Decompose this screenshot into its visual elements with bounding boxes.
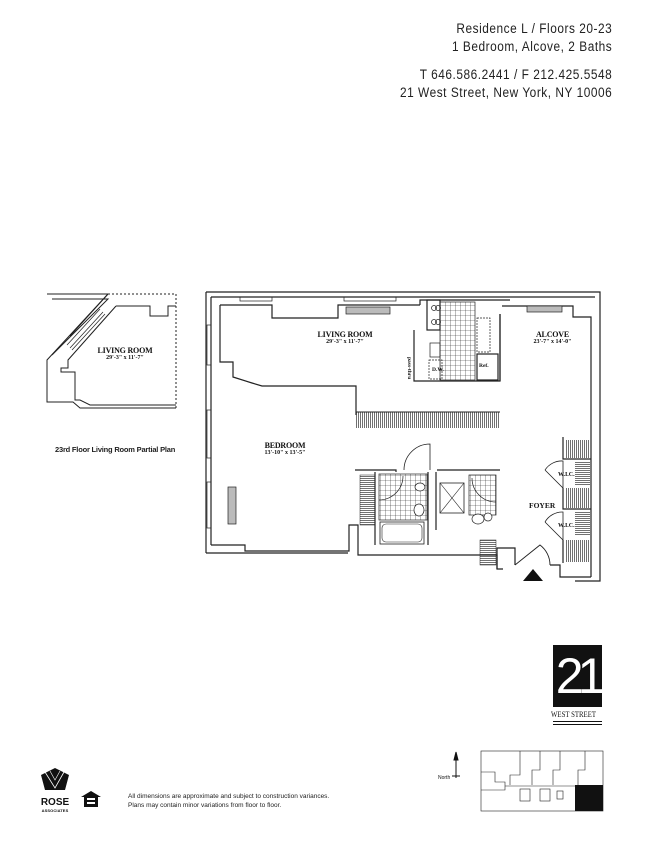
- pass-thru-label: pass-thru: [406, 357, 412, 380]
- left-windows: [206, 324, 237, 529]
- developer-name: ROSE: [40, 797, 70, 808]
- partial-plan: [46, 293, 177, 409]
- kitchen-floor-tile: [439, 301, 476, 381]
- logo-underline-2: [553, 724, 602, 725]
- refrigerator-label: Ref.: [479, 363, 489, 369]
- building-address: 21 West Street, New York, NY 10006: [399, 85, 612, 100]
- wic-2-label: W.I.C.: [558, 523, 575, 529]
- shower: [439, 482, 465, 514]
- bedroom-closet: [356, 412, 500, 428]
- disclaimer-line-1: All dimensions are approximate and subje…: [128, 793, 330, 800]
- toilet-1: [414, 482, 426, 492]
- disclaimer: All dimensions are approximate and subje…: [128, 792, 329, 810]
- entry-door-swing: [514, 544, 551, 566]
- main-plan-walls: [205, 291, 601, 582]
- coat-closet: [479, 539, 497, 566]
- bathtub: [379, 521, 425, 545]
- north-label: North: [438, 775, 451, 781]
- building-name: WEST STREET: [551, 709, 597, 719]
- north-arrow-icon: [452, 751, 460, 778]
- wic-2-door: [544, 511, 564, 541]
- bedroom-door-swing: [403, 443, 431, 471]
- bath-2-floor: [468, 474, 497, 516]
- key-plan: [480, 750, 604, 812]
- partial-living-room-label: LIVING ROOM 29'-3" x 11'-7": [97, 346, 153, 361]
- key-plan-unit-highlight: [575, 785, 603, 811]
- kitchen-sink: [429, 342, 441, 358]
- top-windows: [239, 296, 563, 315]
- cooktop: [431, 305, 441, 325]
- developer-sub: ASSOCIATES: [41, 808, 69, 813]
- dishwasher-label: D.W.: [432, 367, 444, 373]
- living-room-label: LIVING ROOM 29'-3" x 11'-7": [317, 330, 373, 345]
- building-number: 21: [555, 648, 606, 704]
- contact-phone-fax: T 646.586.2441 / F 212.425.5548: [419, 67, 612, 82]
- building-logo: 21: [553, 645, 606, 707]
- rose-logo-icon: [41, 768, 69, 790]
- residence-header: Residence L / Floors 20-23 1 Bedroom, Al…: [371, 20, 612, 102]
- equal-housing-icon: [81, 791, 101, 807]
- residence-layout: 1 Bedroom, Alcove, 2 Baths: [451, 39, 612, 54]
- toilet-2: [483, 512, 493, 522]
- sink-2: [471, 513, 485, 525]
- rose-associates-logo: ROSE ASSOCIATES: [38, 768, 72, 813]
- foyer-label: FOYER: [529, 501, 556, 510]
- disclaimer-line-2: Plans may contain minor variations from …: [128, 802, 282, 809]
- alcove-label: ALCOVE 23'-7" x 14'-0": [533, 330, 572, 345]
- logo-underline: [553, 721, 602, 722]
- residence-title: Residence L / Floors 20-23: [456, 21, 612, 36]
- partial-plan-caption: 23rd Floor Living Room Partial Plan: [55, 445, 176, 454]
- entry-arrow-icon: [523, 569, 543, 581]
- bedroom-label: BEDROOM 13'-10" x 13'-5": [264, 441, 306, 456]
- wic-1-door: [544, 460, 564, 489]
- wic-1-label: W.I.C.: [558, 472, 575, 478]
- sink-1: [413, 503, 425, 517]
- linen-closet: [359, 474, 376, 526]
- dishwasher: [428, 359, 443, 380]
